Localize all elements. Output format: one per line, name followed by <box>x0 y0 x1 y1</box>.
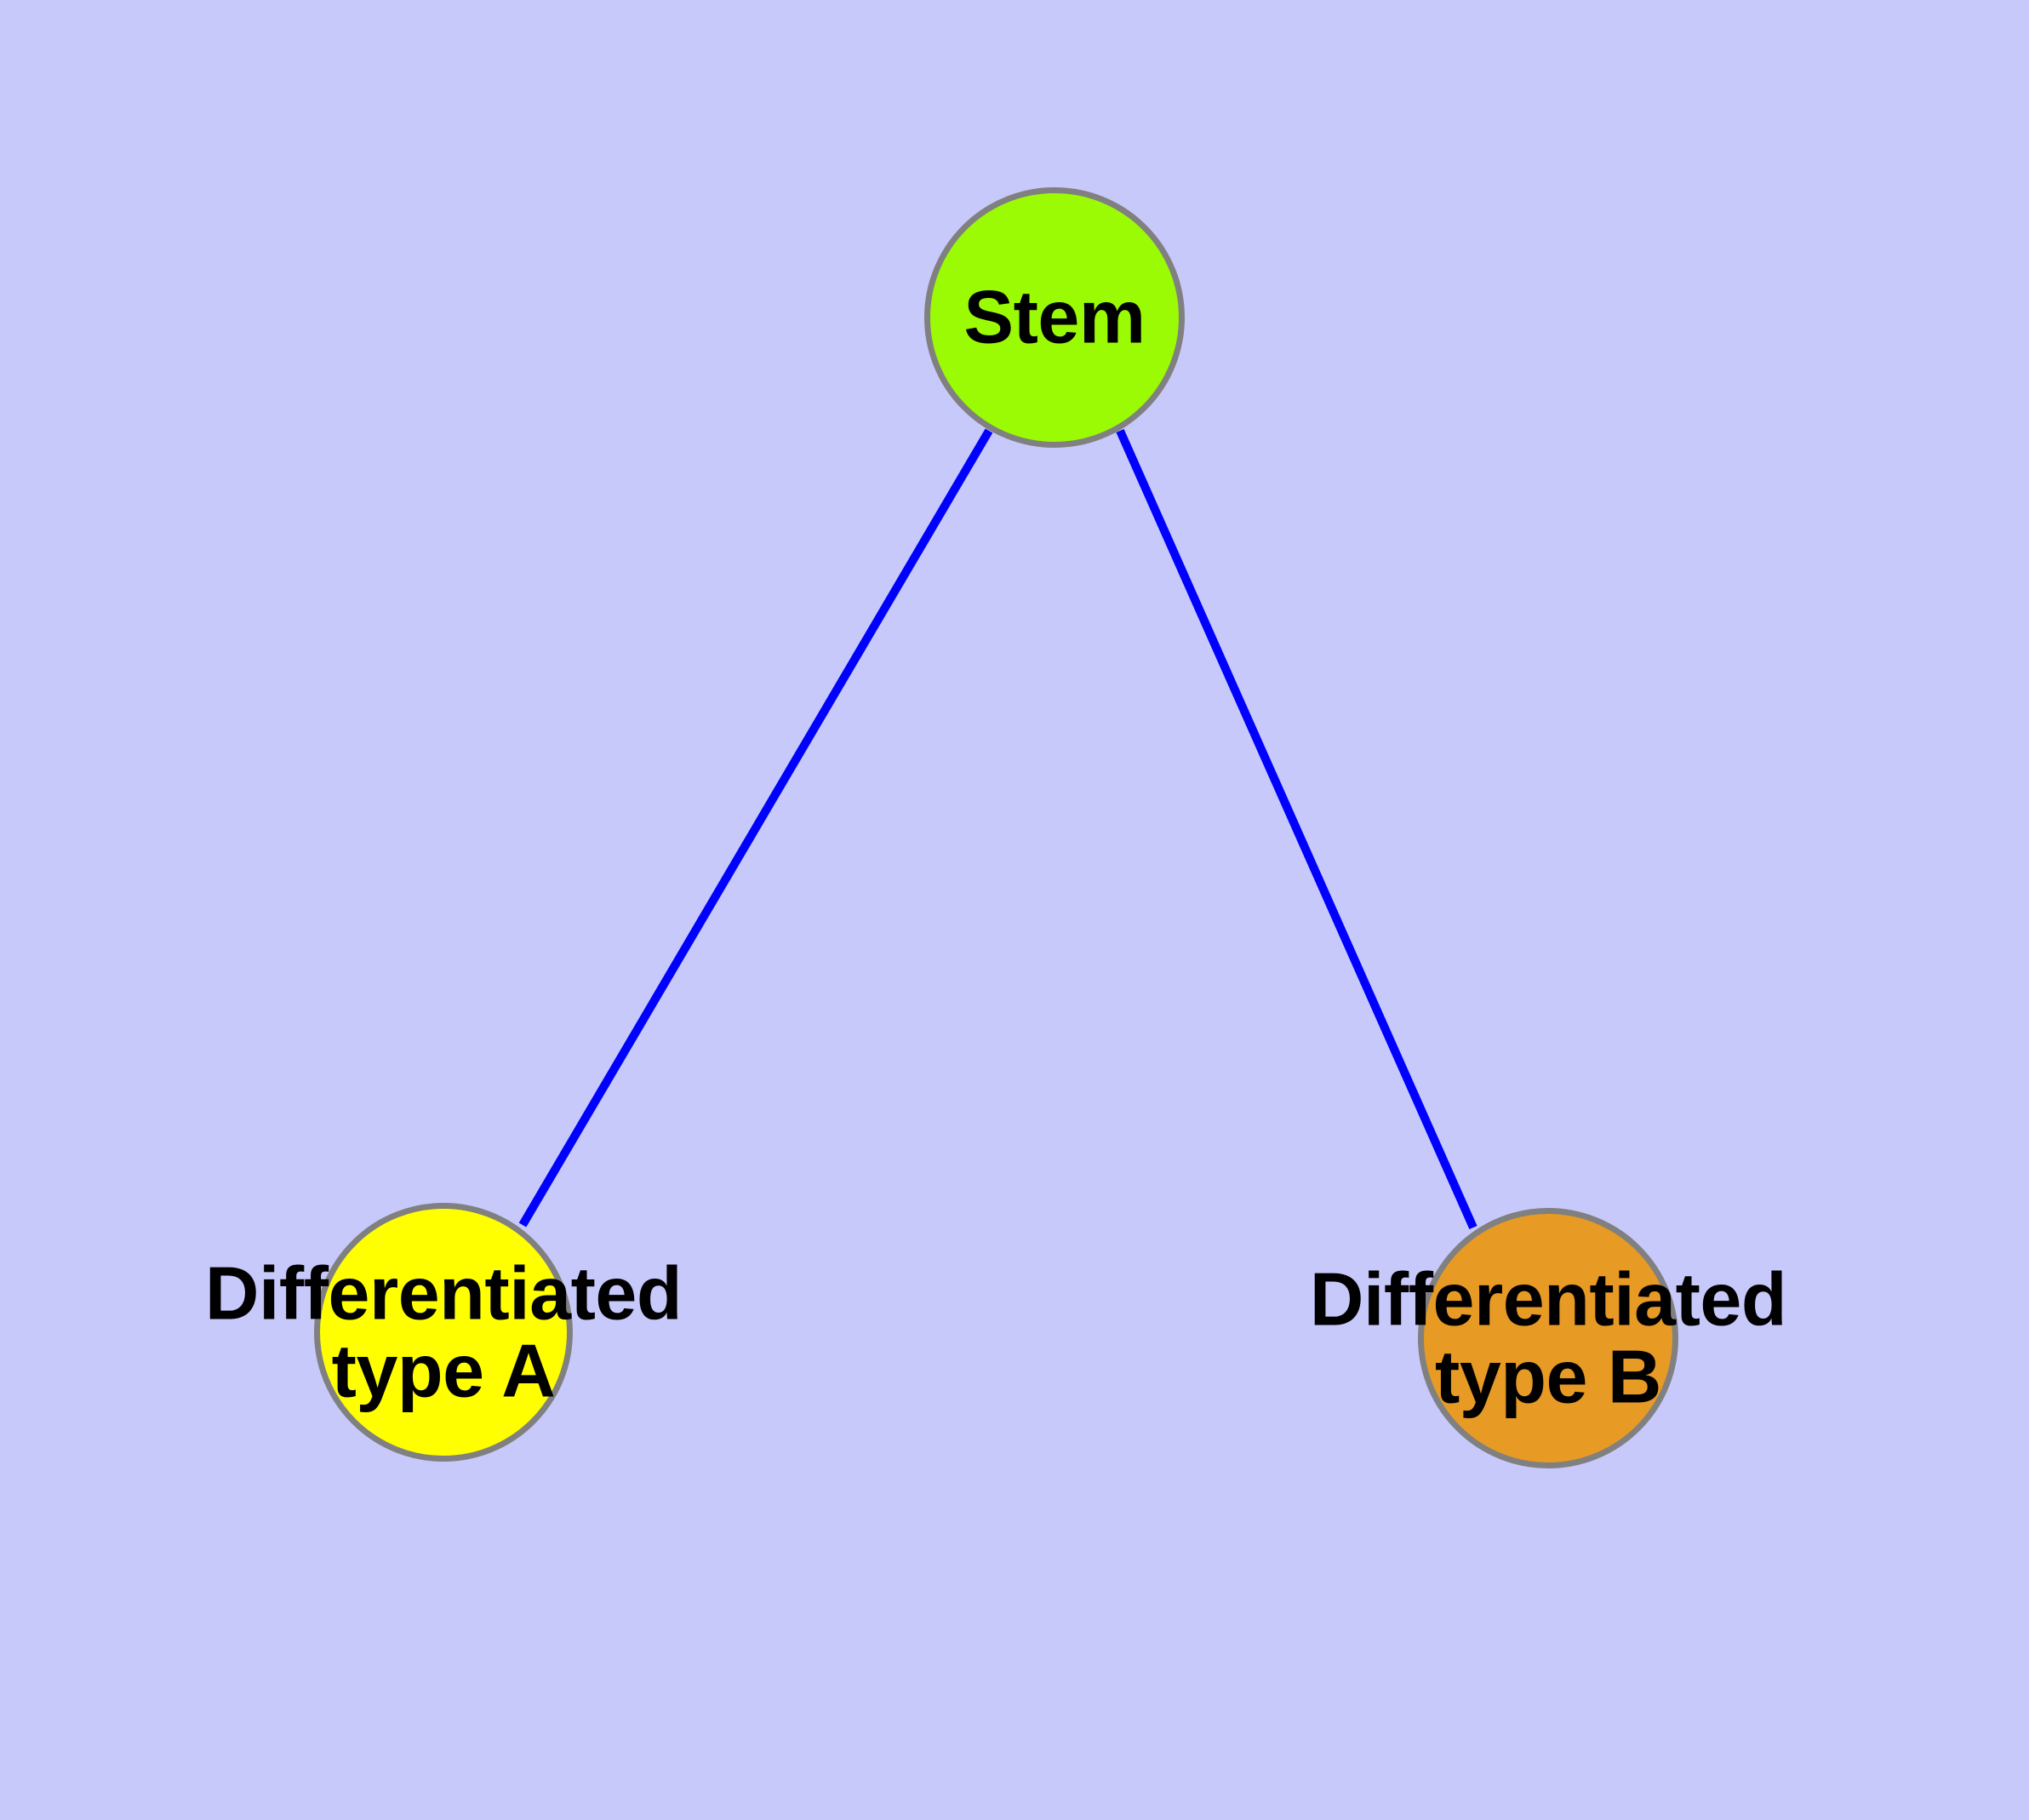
node-diff_a[interactable] <box>314 1203 573 1462</box>
node-stem[interactable] <box>924 187 1185 448</box>
edge-layer <box>518 428 1477 1230</box>
edge-stem-to-diff-a[interactable] <box>518 428 993 1228</box>
node-layer <box>314 187 1678 1468</box>
edge-stem-to-diff-b[interactable] <box>1116 428 1477 1230</box>
node-diff_b[interactable] <box>1418 1208 1678 1468</box>
